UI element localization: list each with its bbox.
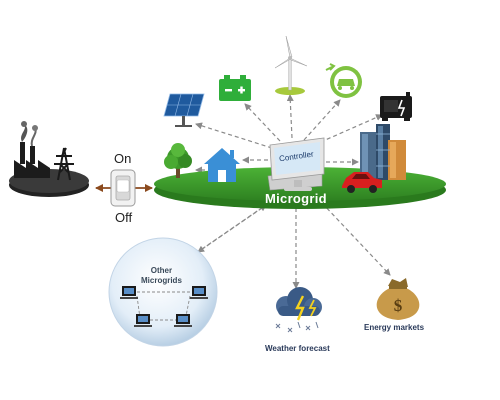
switch-on-label: On	[114, 151, 132, 166]
pylon-icon	[54, 147, 74, 181]
city-buildings-icon	[360, 124, 406, 180]
battery-icon	[219, 75, 251, 101]
house-icon	[204, 148, 240, 182]
tree-icon	[164, 143, 192, 178]
link-other-microgrids-back	[201, 204, 267, 250]
computer-icon	[174, 314, 192, 327]
other-microgrids-line2: Microgrids	[141, 276, 182, 285]
link-ev	[303, 99, 341, 141]
ev-charging-icon	[325, 63, 362, 98]
link-battery	[244, 103, 281, 142]
car-icon	[342, 172, 382, 193]
controller-monitor-icon[interactable]	[267, 137, 325, 191]
link-other-microgrids	[197, 207, 263, 253]
wind-turbine-icon	[274, 35, 308, 95]
link-markets	[321, 202, 391, 276]
link-wind	[286, 94, 294, 139]
microgrid-label: Microgrid	[265, 191, 327, 206]
other-microgrids-label: Other Microgrids	[141, 266, 182, 286]
link-solar	[195, 122, 273, 149]
power-plant-icon	[9, 121, 89, 197]
computer-icon	[134, 314, 152, 327]
svg-text:$: $	[394, 296, 403, 315]
cloud-icon	[275, 287, 322, 333]
toggle-switch-icon[interactable]	[110, 169, 136, 207]
computer-icon	[120, 286, 138, 299]
money-bag-icon: $	[376, 278, 420, 320]
energy-markets-label: Energy markets	[364, 323, 425, 332]
other-microgrids-line1: Other	[150, 266, 173, 275]
switch-off-label: Off	[115, 210, 133, 225]
solar-panel-icon	[163, 93, 205, 127]
other-microgrids-sphere	[108, 237, 218, 347]
link-generator	[313, 114, 383, 146]
generator-icon	[380, 92, 412, 121]
computer-icon	[190, 286, 208, 299]
weather-forecast-label: Weather forecast	[265, 344, 330, 353]
